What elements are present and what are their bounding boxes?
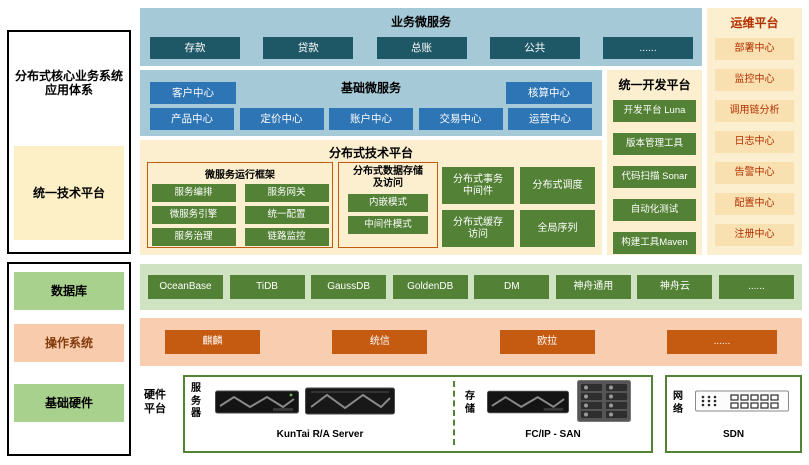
ops-center-box: 告警中心	[715, 162, 794, 184]
base-service-box: 定价中心	[239, 108, 324, 130]
base-service-box: 运营中心	[508, 108, 592, 130]
dev-tool-box: 版本管理工具	[613, 133, 696, 155]
ops-platform-section: 运维平台 部署中心 监控中心 调用链分析 日志中心 告警中心 配置中心 注册中心	[707, 8, 802, 255]
database-box: 神舟云	[637, 275, 713, 299]
distributed-transaction-box: 分布式事务中间件	[442, 167, 514, 204]
unified-tech-platform-label: 统一技术平台	[14, 146, 124, 240]
dev-tool-box: 开发平台 Luna	[613, 100, 696, 122]
runtime-framework-grid: 服务编排 服务网关 微服务引擎 统一配置 服务治理 链路监控	[148, 184, 332, 246]
operating-systems-row-section: 麒麟 统信 欧拉 ......	[140, 318, 802, 366]
business-microservices-section: 业务微服务 存款 贷款 总账 公共 ......	[140, 8, 702, 66]
dev-tool-box: 构建工具Maven	[613, 232, 696, 254]
storage-label: 存储	[465, 391, 475, 415]
application-system-group: 分布式核心业务系统应用体系 统一技术平台	[7, 30, 131, 254]
database-box: DM	[474, 275, 550, 299]
distributed-cache-box: 分布式缓存访问	[442, 210, 514, 247]
databases-list: OceanBase TiDB GaussDB GoldenDB DM 神舟通用 …	[148, 275, 794, 299]
accounting-center-box: 核算中心	[506, 82, 592, 104]
runtime-framework-title: 微服务运行框架	[205, 170, 275, 181]
os-box: 欧拉	[499, 330, 595, 354]
network-box: 网络 SDN	[665, 375, 802, 453]
business-services-row: 存款 贷款 总账 公共 ......	[150, 37, 693, 59]
hardware-divider	[453, 381, 455, 445]
ops-center-box: 监控中心	[715, 69, 794, 91]
network-switch-icon	[695, 390, 789, 412]
business-service-box: 总账	[376, 37, 467, 59]
dev-platform-title: 统一开发平台	[618, 78, 691, 92]
database-box: GoldenDB	[392, 275, 468, 299]
os-box: ......	[666, 330, 777, 354]
hardware-layer-label: 基础硬件	[14, 384, 124, 422]
global-sequence-box: 全局序列	[520, 210, 595, 247]
runtime-item-box: 链路监控	[244, 228, 329, 246]
base-services-row: 产品中心 定价中心 账户中心 交易中心 运营中心	[150, 108, 592, 130]
distributed-scheduler-box: 分布式调度	[520, 167, 595, 204]
database-box: OceanBase	[148, 275, 223, 299]
disk-array-icon	[577, 380, 631, 422]
rack-server-icon	[305, 387, 395, 415]
operating-systems-list: 麒麟 统信 欧拉 ......	[165, 330, 777, 354]
ops-center-box: 注册中心	[715, 224, 794, 246]
runtime-item-box: 服务治理	[151, 228, 236, 246]
distributed-data-storage-box: 分布式数据存储及访问 内嵌模式 中间件模式	[338, 162, 438, 248]
microservice-runtime-framework: 微服务运行框架 服务编排 服务网关 微服务引擎 统一配置 服务治理 链路监控	[147, 162, 333, 248]
server-caption: KunTai R/A Server	[276, 429, 364, 440]
ops-center-box: 配置中心	[715, 193, 794, 215]
dev-tools-list: 开发平台 Luna 版本管理工具 代码扫描 Sonar 自动化测试 构建工具Ma…	[607, 100, 702, 254]
server-storage-box: 服务器 KunTai R/A Server 存储	[183, 375, 653, 453]
dev-tool-box: 代码扫描 Sonar	[613, 166, 696, 188]
server-label: 服务器	[191, 383, 201, 419]
business-service-box: ......	[603, 37, 693, 59]
runtime-item-box: 服务网关	[244, 184, 329, 202]
distributed-tech-platform-title: 分布式技术平台	[328, 146, 413, 160]
app-system-label: 分布式核心业务系统应用体系	[14, 58, 124, 108]
ops-center-box: 日志中心	[715, 131, 794, 153]
runtime-item-box: 微服务引擎	[151, 206, 236, 224]
os-layer-label: 操作系统	[14, 324, 124, 362]
runtime-item-box: 服务编排	[151, 184, 236, 202]
ops-center-box: 部署中心	[715, 38, 794, 60]
distributed-tech-platform-section: 分布式技术平台 微服务运行框架 服务编排 服务网关 微服务引擎 统一配置 服务治…	[140, 140, 602, 255]
ops-platform-title: 运维平台	[730, 16, 779, 30]
database-layer-label: 数据库	[14, 272, 124, 310]
ops-center-box: 调用链分析	[715, 100, 794, 122]
base-service-box: 账户中心	[329, 108, 413, 130]
customer-center-box: 客户中心	[150, 82, 236, 104]
data-storage-title: 分布式数据存储及访问	[353, 166, 423, 189]
database-box: 神舟通用	[555, 275, 631, 299]
os-box: 统信	[332, 330, 428, 354]
dev-platform-section: 统一开发平台 开发平台 Luna 版本管理工具 代码扫描 Sonar 自动化测试…	[607, 70, 702, 255]
storage-mode-box: 内嵌模式	[348, 194, 428, 212]
dev-tool-box: 自动化测试	[613, 199, 696, 221]
database-box: TiDB	[229, 275, 305, 299]
business-service-box: 公共	[489, 37, 580, 59]
business-service-box: 贷款	[263, 37, 354, 59]
storage-server-icon	[487, 390, 569, 414]
storage-mode-box: 中间件模式	[348, 216, 428, 234]
rack-server-icon	[215, 390, 299, 414]
hardware-platform-section: 硬件平台 服务器 KunTai R/A Server 存储	[140, 372, 802, 456]
base-microservices-title: 基础微服务	[340, 81, 401, 95]
hardware-platform-label: 硬件平台	[144, 389, 166, 416]
database-box: GaussDB	[311, 275, 387, 299]
network-label: 网络	[673, 391, 683, 415]
runtime-item-box: 统一配置	[244, 206, 329, 224]
ops-centers-list: 部署中心 监控中心 调用链分析 日志中心 告警中心 配置中心 注册中心	[707, 38, 802, 246]
business-microservices-title: 业务微服务	[390, 15, 451, 29]
storage-caption: FC/IP - SAN	[525, 429, 581, 440]
os-box: 麒麟	[165, 330, 260, 354]
base-microservices-section: 基础微服务 客户中心 核算中心 产品中心 定价中心 账户中心 交易中心 运营中心	[140, 70, 602, 136]
infrastructure-group: 数据库 操作系统 基础硬件	[7, 262, 131, 456]
database-box: ......	[718, 275, 794, 299]
databases-row-section: OceanBase TiDB GaussDB GoldenDB DM 神舟通用 …	[140, 264, 802, 310]
base-service-box: 产品中心	[150, 108, 234, 130]
network-caption: SDN	[722, 429, 745, 440]
base-service-box: 交易中心	[418, 108, 503, 130]
business-service-box: 存款	[150, 37, 240, 59]
